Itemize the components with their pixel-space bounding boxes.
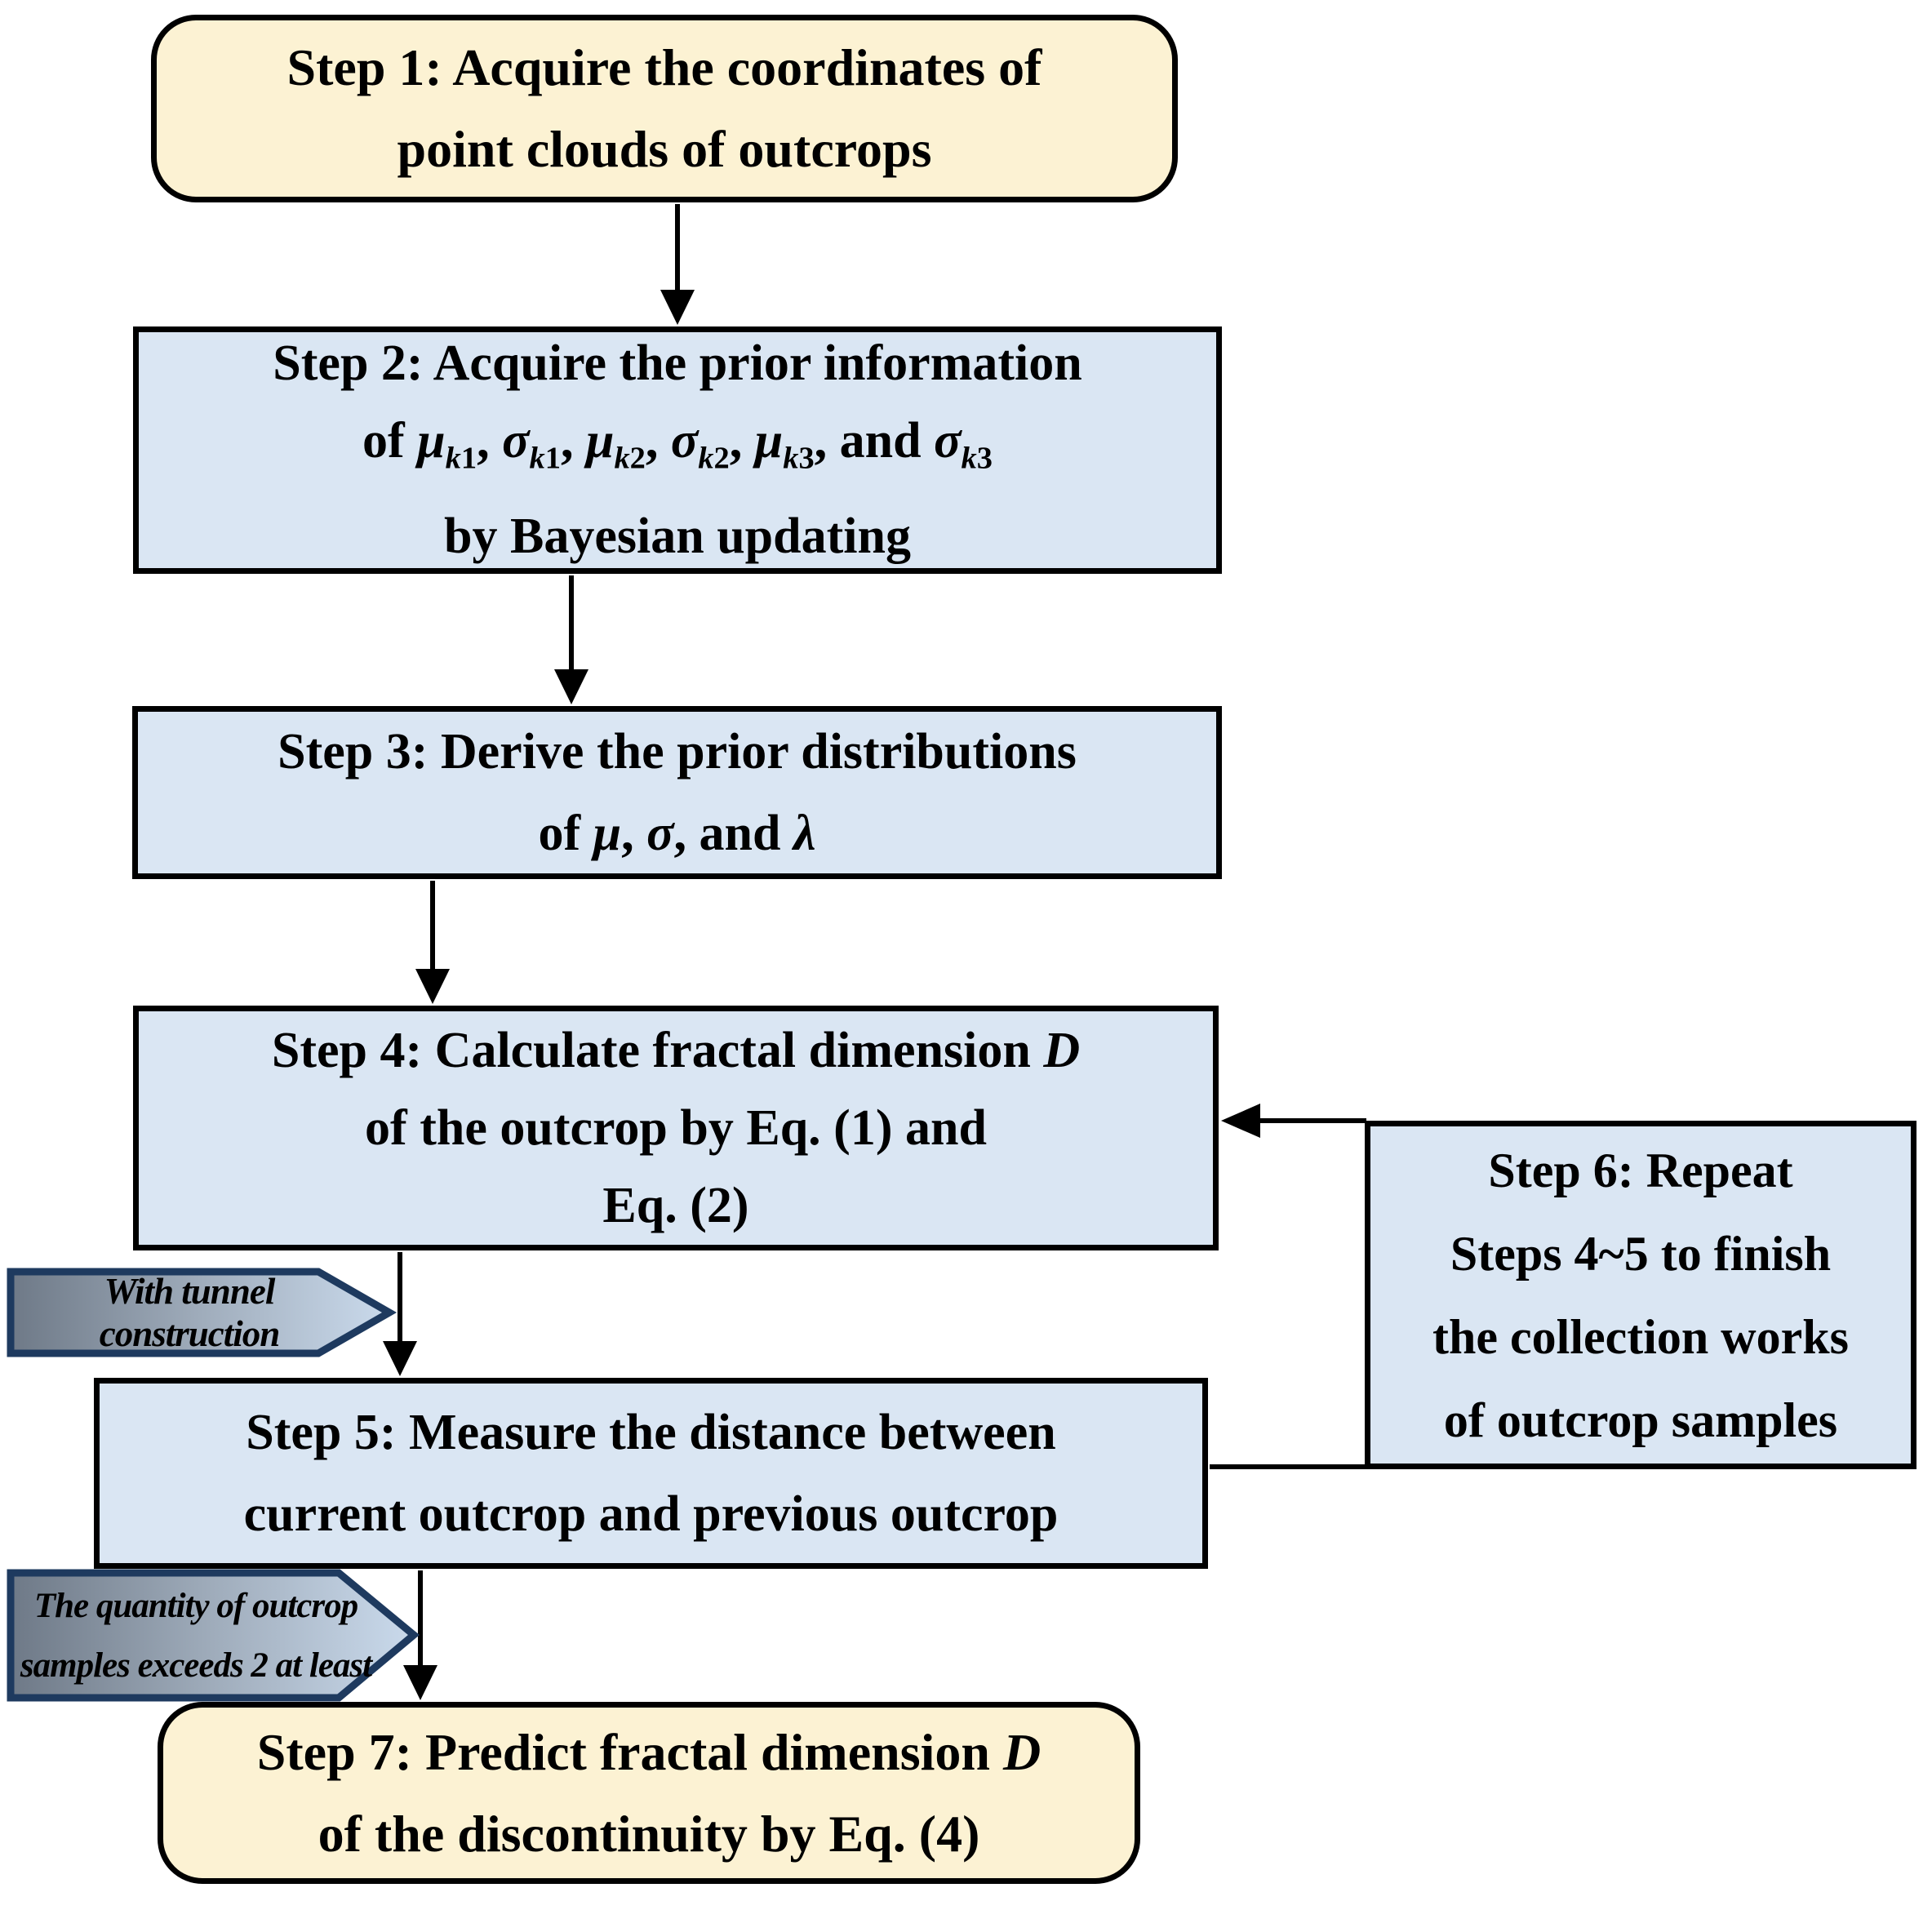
arrow-step4-to-step5-icon xyxy=(383,1252,417,1376)
arrow-step5-to-step7-icon xyxy=(403,1570,437,1700)
arrow-step6-to-step4-icon xyxy=(1221,1104,1366,1138)
banner-tunnel-text: With tunnel construction xyxy=(99,1271,281,1354)
arrow-step3-to-step4-icon xyxy=(415,881,450,1004)
arrow-step1-to-step2-icon xyxy=(660,204,695,325)
arrow-step2-to-step3-icon xyxy=(554,575,588,704)
